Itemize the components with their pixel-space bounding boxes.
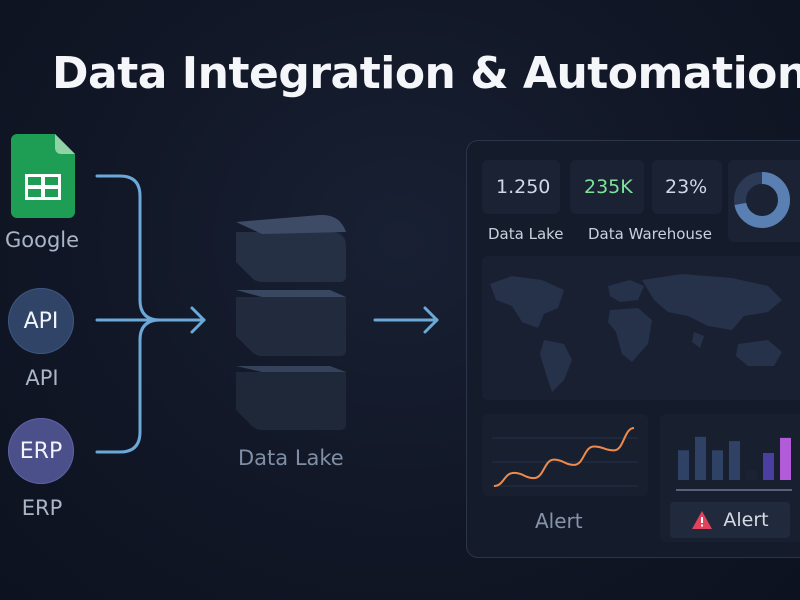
stat-value: 1.250 <box>496 176 551 198</box>
line-chart-label: Alert <box>535 509 583 533</box>
stat-value: 235K <box>584 176 633 198</box>
erp-badge: ERP <box>8 418 74 484</box>
arrow-head-1 <box>190 306 206 334</box>
source-label-google: Google <box>4 228 80 252</box>
connector-google <box>95 174 162 322</box>
bar-2 <box>712 450 723 480</box>
api-badge: API <box>8 288 74 354</box>
map-card <box>482 256 800 400</box>
world-map-icon <box>490 274 782 392</box>
arrow-head-2 <box>423 306 439 334</box>
line-chart <box>492 427 638 487</box>
stat-card-3: 23% <box>652 160 722 214</box>
stat-label: Data Lake <box>488 225 564 243</box>
bar-1 <box>695 436 706 480</box>
alert-button-label: Alert <box>723 509 769 531</box>
donut-arc <box>734 172 790 228</box>
alert-button[interactable]: Alert <box>670 502 790 538</box>
donut-card <box>728 160 800 242</box>
line-chart-card <box>482 414 648 496</box>
bar-3 <box>729 441 740 480</box>
database-stack-icon <box>236 214 346 430</box>
bar-6 <box>780 437 791 480</box>
stat-card-1: 1.250 <box>482 160 560 214</box>
page-title: Data Integration & Automation <box>52 48 800 99</box>
bar-chart <box>676 436 792 491</box>
warning-icon <box>692 511 713 529</box>
google-sheets-icon <box>11 134 75 218</box>
bar-5 <box>763 453 774 480</box>
stat-label: Data Warehouse <box>588 225 712 243</box>
stat-value: 23% <box>665 176 708 198</box>
connector-erp <box>95 318 162 454</box>
bar-0 <box>678 450 689 480</box>
line-series <box>493 427 635 487</box>
bar-4 <box>746 470 757 480</box>
source-label-api: API <box>25 366 59 390</box>
donut-chart <box>734 172 790 228</box>
stat-card-2: 235K <box>570 160 644 214</box>
data-lake-label: Data Lake <box>238 446 344 470</box>
source-label-erp: ERP <box>21 496 63 520</box>
